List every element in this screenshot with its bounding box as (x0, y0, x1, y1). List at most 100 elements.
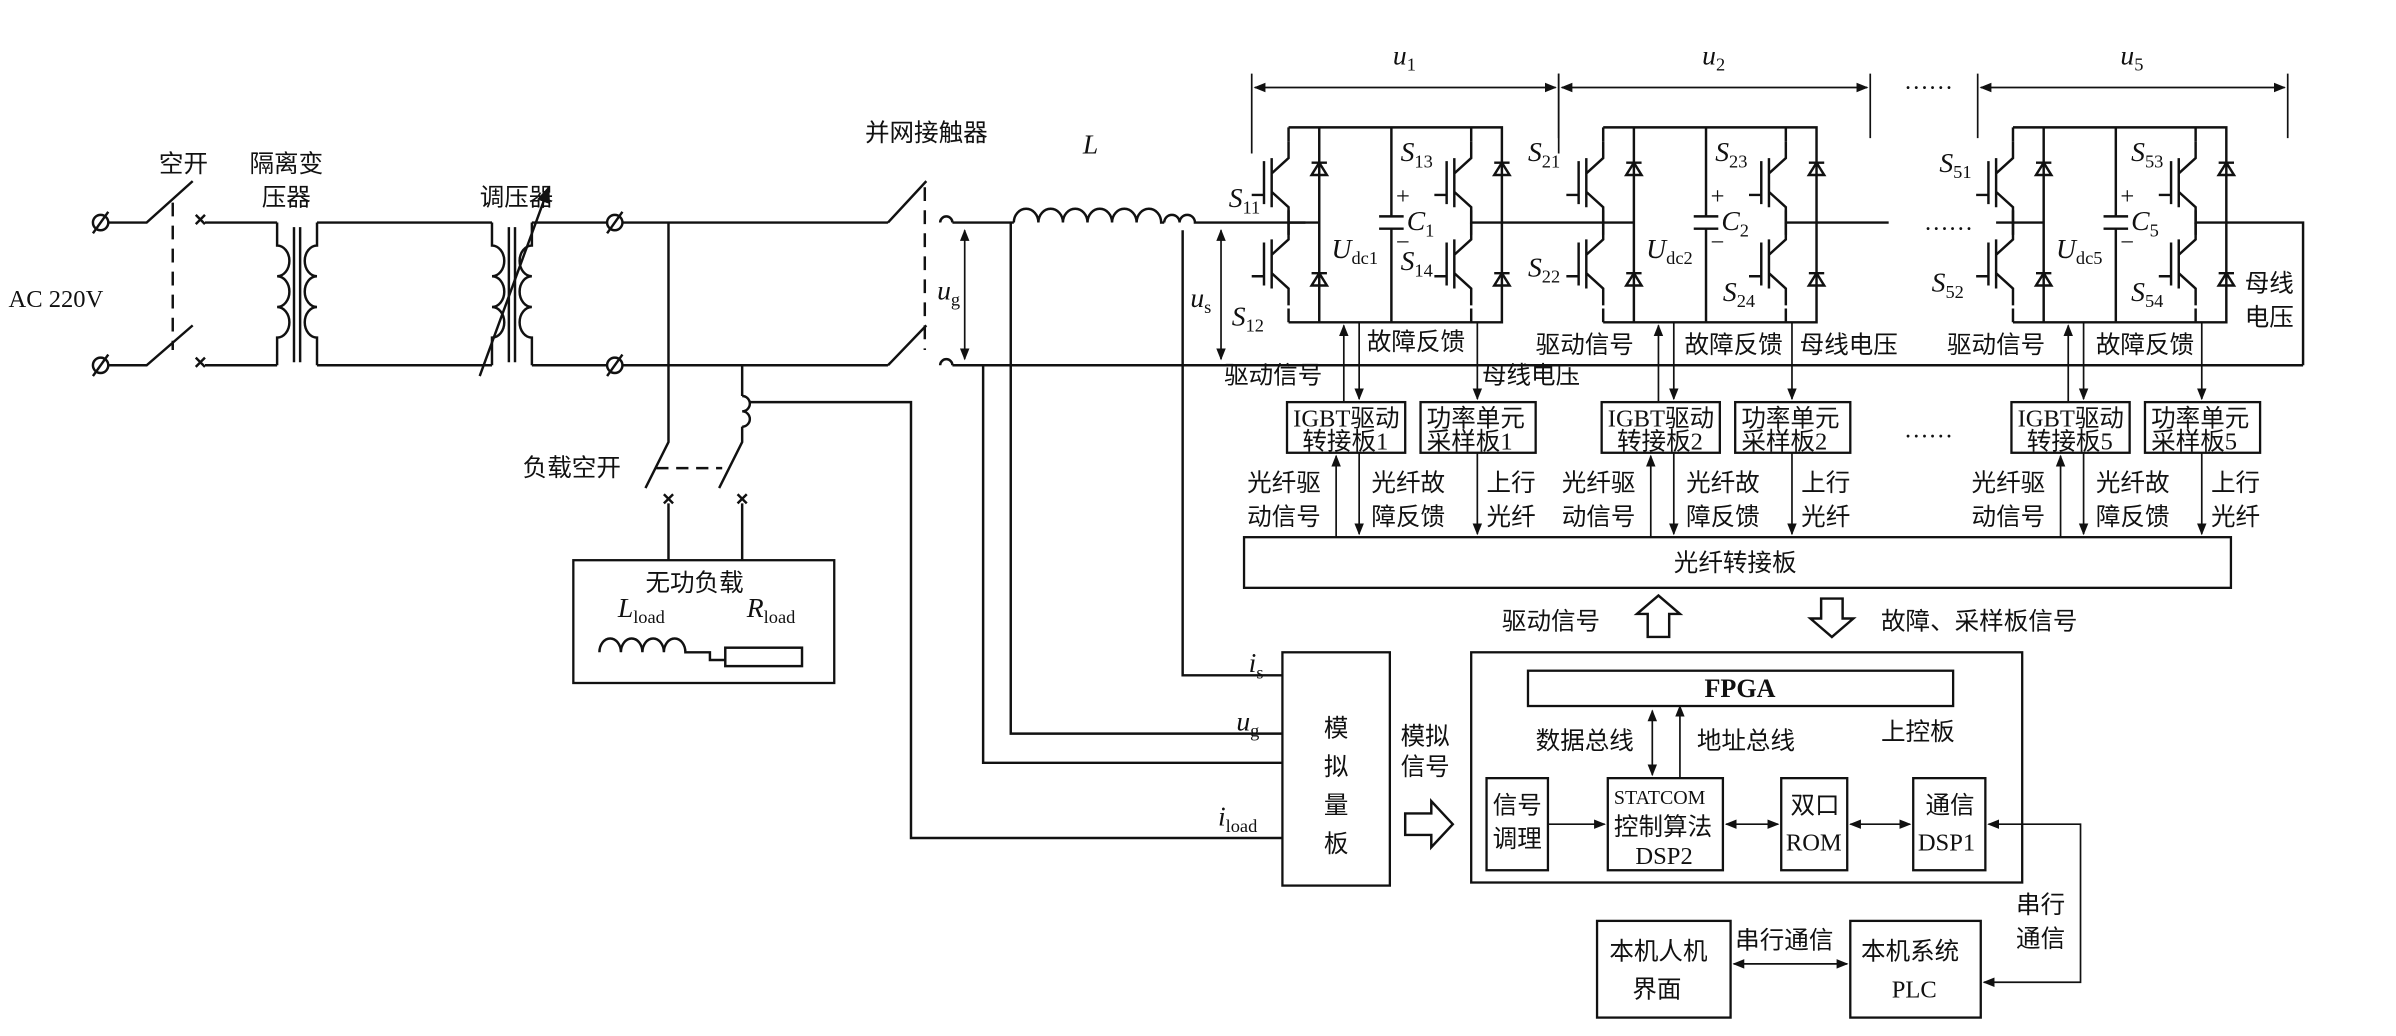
diode-icon (2216, 270, 2237, 287)
fault-feedback-label: 故障反馈 (1367, 328, 1465, 356)
plc-block: 本机系统 PLC (1849, 919, 1982, 1019)
switch-label: S52 (1932, 267, 1964, 302)
analog-board-char: 板 (1324, 830, 1349, 858)
switch-label: S14 (1401, 245, 1433, 280)
switch-label: S53 (2131, 136, 2163, 171)
diode-icon (1309, 160, 1330, 177)
uplink-fiber-label: 上行 (2211, 469, 2260, 497)
ug-sense-label: ug (1236, 706, 1259, 741)
switch-label: S51 (1939, 147, 1971, 182)
sample-board-label: 采样板1 (1427, 428, 1513, 456)
switch-label: S11 (1229, 182, 1261, 217)
fiber-drive-label: 动信号 (1972, 503, 2046, 531)
us-measure: us (1190, 229, 1226, 361)
analog-signal-arrow (1403, 798, 1455, 851)
diode-icon (1806, 160, 1827, 177)
capacitor-label: C5 (2131, 205, 2159, 240)
analog-board: 模 拟 量 板 (1281, 651, 1392, 887)
block-label: STATCOM (1614, 787, 1706, 809)
switch-label: S13 (1401, 136, 1433, 171)
hmi-label: 界面 (1632, 977, 1681, 1004)
cap-minus-sign: − (2120, 229, 2134, 256)
ac-source: AC 220V (9, 211, 110, 377)
main-board-title: 上控板 (1881, 718, 1955, 746)
igbt-icon (1251, 222, 1290, 306)
diode-icon (1806, 270, 1827, 287)
statcom-dsp2-block (1606, 777, 1725, 872)
fiber-adapter-board-label: 光纤转接板 (1674, 549, 1797, 577)
block-label: 信号 (1493, 791, 1542, 819)
capacitor-label: C1 (1407, 205, 1435, 240)
load-branch: 负载空开 (523, 222, 1283, 840)
sample-board (1419, 400, 1537, 454)
sample-board (2143, 400, 2262, 454)
cap-minus-sign: − (1396, 229, 1410, 256)
reactive-load-box (572, 559, 836, 685)
igbt-drive-board (2010, 400, 2131, 454)
serial-plc-label-2: 通信 (2016, 925, 2065, 953)
hmi-block: 本机人机 界面 (1595, 919, 1732, 1019)
fiber-fault-label: 光纤故 (2096, 469, 2170, 497)
igbt-drive-board (1285, 400, 1407, 454)
drive-signal-label: 驱动信号 (1947, 331, 2045, 359)
load-resistor-label: Rload (746, 592, 796, 627)
igbt-drive-board-label: IGBT驱动 (2018, 406, 2124, 433)
igbt-drive-board-label: 转接板5 (2027, 428, 2113, 456)
power-cell: u5S51S52S53S54C5+−Udc5IGBT驱动转接板5功率单元采样板5… (1932, 39, 2305, 538)
analog-board-char: 模 (1324, 715, 1349, 743)
isolation-transformer-label-1: 隔离变 (249, 150, 323, 178)
comm-dsp1-block (1912, 777, 1987, 872)
drive-signal-label: 驱动信号 (1224, 362, 1322, 390)
load-inductor-icon (598, 637, 726, 662)
switch-label: S12 (1232, 300, 1264, 335)
cell-voltage-label: u5 (2120, 39, 2143, 74)
current-transformer-icon (742, 394, 751, 428)
fiber-drive-label: 光纤驱 (1247, 469, 1321, 497)
uplink-fiber-label: 光纤 (2211, 503, 2260, 531)
ellipsis-top: …… (1904, 68, 1953, 95)
is-sense-label: is (1249, 647, 1264, 682)
load-resistor-icon (724, 646, 804, 668)
power-cell: u2S21S22S23S24C2+−Udc2IGBT驱动转接板2功率单元采样板2… (1528, 39, 1898, 538)
uplink-fiber-label: 上行 (1801, 469, 1850, 497)
bus-voltage-label: 母线电压 (1800, 331, 1898, 359)
drive-signal-arrow: 驱动信号 (1502, 593, 1684, 639)
analog-signal-label-2: 信号 (1401, 753, 1450, 781)
grid-contactor: 并网接触器 (865, 119, 2304, 367)
grid-contactor-label: 并网接触器 (865, 119, 988, 147)
block-label: 调理 (1493, 826, 1542, 853)
ac-source-label: AC 220V (9, 286, 104, 313)
uplink-fiber-label: 上行 (1487, 469, 1536, 497)
reactive-load-title: 无功负载 (645, 569, 743, 597)
igbt-icon (1748, 141, 1788, 225)
dc-voltage-label: Udc2 (1646, 233, 1693, 268)
igbt-icon (1251, 141, 1290, 225)
ellipsis-boards: …… (1904, 416, 1953, 443)
fiber-drive-label: 光纤驱 (1972, 469, 2046, 497)
main-control-board: FPGA 上控板 数据总线 地址总线 信号 调理 STATCOM 控制算法 DS… (1470, 651, 2024, 884)
diode-icon (1492, 270, 1512, 287)
fiber-fault-label: 光纤故 (1371, 469, 1445, 497)
igbt-icon (1976, 141, 2015, 225)
igbt-icon (1566, 141, 1605, 225)
us-label: us (1190, 282, 1211, 317)
series-inductor-label: L (1082, 128, 1098, 159)
ug-measure: ug (937, 229, 970, 361)
block-label: DSP2 (1635, 843, 1692, 870)
cell-voltage-label: u2 (1702, 39, 1725, 74)
igbt-icon (2158, 141, 2197, 225)
data-bus-label: 数据总线 (1536, 727, 1634, 755)
output-current-transformer-icon (1163, 213, 1306, 224)
fiber-fault-label: 障反馈 (1686, 503, 1760, 531)
power-cells: u1S11S12S13S14C1+−Udc1IGBT驱动转接板1功率单元采样板1… (1224, 39, 2305, 538)
igbt-icon (1434, 222, 1473, 306)
block-label: DSP1 (1918, 829, 1975, 856)
fault-signal-arrow: 故障、采样板信号 (1807, 597, 2077, 639)
cap-plus-sign: + (1711, 183, 1725, 210)
diode-icon (1492, 160, 1512, 177)
reactive-load: 无功负载 Lload Rload (572, 559, 836, 685)
diode-icon (2216, 160, 2237, 177)
iload-sense-label: iload (1218, 801, 1257, 836)
fault-feedback-label: 故障反馈 (2096, 331, 2194, 359)
